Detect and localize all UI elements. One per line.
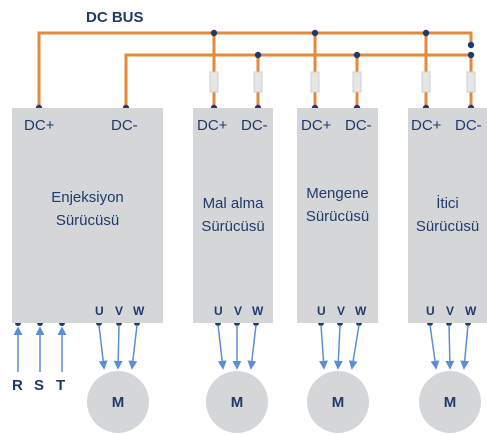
drive-box-itici	[408, 108, 487, 323]
output-arrow	[460, 324, 470, 370]
drive-name: Enjeksiyon Sürücüsü	[12, 186, 163, 232]
dc-plus-label: DC+	[301, 117, 332, 134]
terminal-w: W	[465, 304, 477, 318]
motor: M	[307, 371, 369, 433]
junction-dot	[254, 51, 262, 59]
output-arrow	[247, 324, 257, 370]
output-arrow	[128, 324, 138, 370]
input-label-r: R	[12, 377, 23, 394]
drive-name-line1: Mengene	[306, 185, 369, 202]
drive-box-mengene	[297, 108, 378, 323]
dc-minus-label: DC-	[455, 117, 482, 134]
terminal-v: V	[234, 304, 243, 318]
terminal-w: W	[133, 304, 145, 318]
output-arrow	[429, 324, 440, 370]
dc-minus-bus-line	[124, 53, 471, 108]
junction-dot	[210, 29, 218, 37]
fuse	[421, 71, 431, 93]
fuse	[352, 71, 362, 93]
junction-dot	[467, 51, 475, 59]
dc-plus-label: DC+	[24, 117, 55, 134]
drive-name: Mengene Sürücüsü	[297, 182, 378, 228]
terminal-w: W	[355, 304, 367, 318]
drive-name-line1: İtici	[436, 195, 459, 212]
drive-name-line2: Sürücüsü	[415, 218, 480, 235]
terminal-v: V	[337, 304, 346, 318]
junction-dot	[311, 29, 319, 37]
drive-name-line2: Sürücüsü	[305, 208, 370, 225]
terminal-u: U	[317, 304, 326, 318]
output-arrow	[217, 324, 227, 370]
terminal-u: U	[95, 304, 104, 318]
motor: M	[419, 371, 481, 433]
output-arrow	[348, 324, 360, 370]
dc-plus-bus-line	[37, 31, 473, 108]
drive-name-line1: Enjeksiyon	[51, 189, 124, 206]
fuse	[253, 71, 263, 93]
terminal-v: V	[115, 304, 124, 318]
output-arrow	[445, 324, 455, 370]
drive-name-line2: Sürücüsü	[201, 218, 265, 235]
dc-minus-label: DC-	[345, 117, 372, 134]
drive-name-line2: Sürücüsü	[55, 212, 120, 229]
junction-dot	[353, 51, 361, 59]
drive-box-enjeksiyon	[12, 108, 163, 323]
output-arrow	[333, 324, 343, 370]
terminal-u: U	[426, 304, 435, 318]
terminal-w: W	[252, 304, 264, 318]
terminal-u: U	[214, 304, 223, 318]
junction-dot	[422, 29, 430, 37]
drive-name: İtici Sürücüsü	[408, 192, 487, 238]
dc-minus-label: DC-	[241, 117, 268, 134]
dc-bus-label: DC BUS	[86, 9, 144, 26]
input-label-s: S	[34, 377, 45, 394]
fuse	[209, 71, 219, 93]
drive-name-line1: Mal alma	[202, 195, 264, 212]
dc-plus-label: DC+	[411, 117, 442, 134]
terminal-v: V	[446, 304, 455, 318]
dc-plus-label: DC+	[197, 117, 228, 134]
input-label-t: T	[56, 377, 66, 394]
motor: M	[87, 371, 149, 433]
output-arrow	[319, 324, 328, 370]
fuse	[466, 71, 476, 93]
output-arrow	[113, 324, 123, 370]
drive-name: Mal alma Sürücüsü	[193, 192, 273, 238]
dc-minus-label: DC-	[111, 117, 138, 134]
drive-box-mal-alma	[193, 108, 273, 323]
junction-dot	[467, 41, 475, 49]
fuse	[310, 71, 320, 93]
motor: M	[206, 371, 268, 433]
output-arrow	[98, 324, 108, 370]
